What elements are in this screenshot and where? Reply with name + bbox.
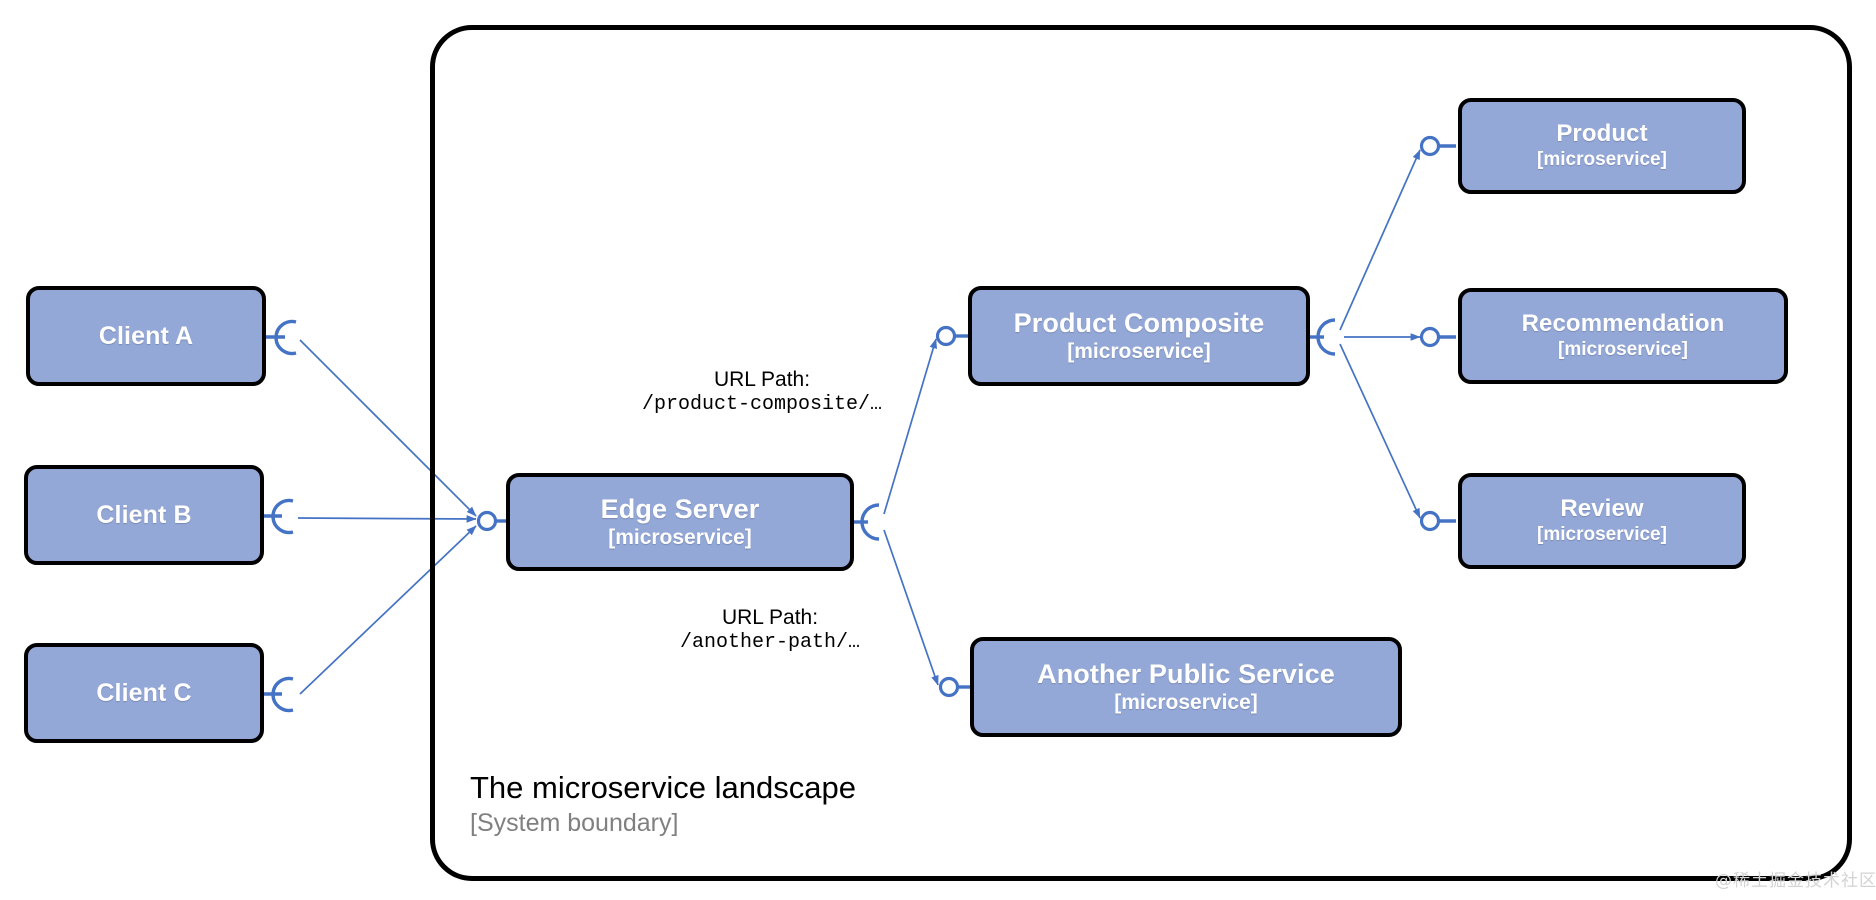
node-client-c-label: Client C	[96, 678, 192, 707]
node-product-label: Product	[1556, 120, 1648, 148]
node-client-b[interactable]: Client B	[24, 465, 264, 565]
edge-label-path: /product-composite/…	[641, 392, 883, 416]
node-recommendation-label: Recommendation	[1521, 310, 1725, 338]
node-recommendation[interactable]: Recommendation [microservice]	[1458, 288, 1788, 384]
node-product-composite[interactable]: Product Composite [microservice]	[968, 286, 1310, 386]
node-review-stereotype: [microservice]	[1537, 524, 1667, 546]
node-client-b-label: Client B	[96, 500, 192, 529]
system-boundary-caption: The microservice landscape [System bound…	[470, 770, 856, 838]
edge-label-caption: URL Path:	[721, 606, 819, 629]
node-edge-server-label: Edge Server	[600, 493, 760, 524]
edge-label-another-path-route: URL Path: /another-path/…	[625, 605, 915, 655]
client-interface-stems	[262, 335, 285, 696]
system-boundary-title: The microservice landscape	[470, 770, 856, 805]
node-product[interactable]: Product [microservice]	[1458, 98, 1746, 194]
node-review[interactable]: Review [microservice]	[1458, 473, 1746, 569]
node-client-a-label: Client A	[98, 321, 194, 350]
node-client-a[interactable]: Client A	[26, 286, 266, 386]
edge-label-path: /another-path/…	[679, 630, 861, 654]
node-another-public-service-label: Another Public Service	[1037, 658, 1335, 689]
client-interface-sockets	[271, 319, 297, 713]
node-product-composite-label: Product Composite	[1013, 307, 1265, 338]
system-boundary-subtitle: [System boundary]	[470, 808, 679, 837]
node-another-public-service-stereotype: [microservice]	[1114, 690, 1258, 714]
node-product-stereotype: [microservice]	[1537, 149, 1667, 171]
edge-label-caption: URL Path:	[713, 368, 811, 391]
node-client-c[interactable]: Client C	[24, 643, 264, 743]
system-boundary	[430, 25, 1852, 881]
edge-label-product-composite-route: URL Path: /product-composite/…	[617, 367, 907, 417]
watermark: @稀土掘金技术社区	[1715, 871, 1876, 891]
node-recommendation-stereotype: [microservice]	[1558, 339, 1688, 361]
node-edge-server-stereotype: [microservice]	[608, 525, 752, 549]
node-product-composite-stereotype: [microservice]	[1067, 339, 1211, 363]
node-review-label: Review	[1560, 495, 1644, 523]
node-another-public-service[interactable]: Another Public Service [microservice]	[970, 637, 1402, 737]
node-edge-server[interactable]: Edge Server [microservice]	[506, 473, 854, 571]
